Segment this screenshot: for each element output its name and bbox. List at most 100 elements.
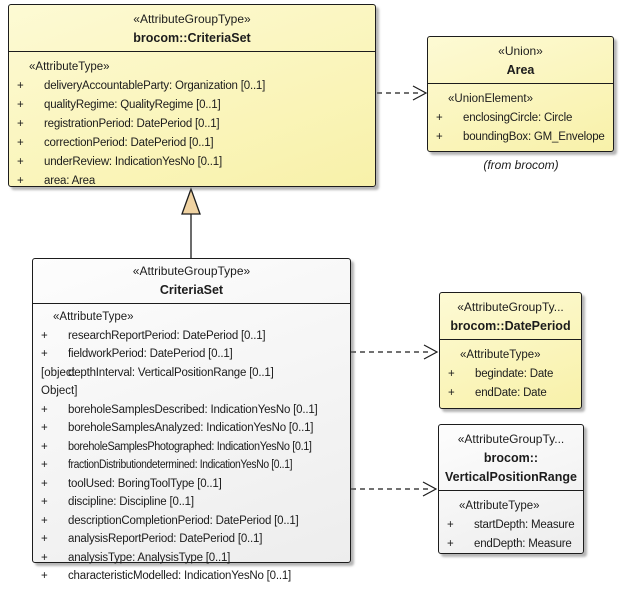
visibility-symbol: + [41,403,48,416]
class-box-verticalpositionrange[interactable]: «AttributeGroupTy... brocom:: VerticalPo… [438,424,584,554]
attribute-row: + qualityRegime: QualityRegime [0..1] [9,96,373,115]
section-stereotype: «AttributeType» [29,61,110,73]
attribute-text: boreholeSamplesPhotographed: IndicationY… [68,440,312,453]
attribute-text: boreholeSamplesAnalyzed: IndicationYesNo… [68,422,314,434]
attribute-text: descriptionCompletionPeriod: DatePeriod … [68,514,299,527]
visibility-symbol: + [41,348,48,360]
stereotype-label: «Union» [498,44,543,58]
attribute-row: + deliveryAccountableParty: Organization… [9,77,373,96]
stereotype-label: «AttributeGroupTy... [457,300,564,314]
class-name: brocom::DatePeriod [450,319,571,333]
attribute-text: boundingBox: GM_Envelope [463,131,605,143]
stereotype-label: «AttributeGroupTy... [457,432,565,446]
attributes-section: «AttributeType» + startDepth: Measure + … [439,491,583,556]
attribute-text: deliveryAccountableParty: Organization [… [44,80,266,92]
visibility-symbol: + [17,99,24,111]
visibility-symbol: + [436,131,443,143]
visibility-symbol: + [17,156,24,168]
dependency-arrow-area[interactable] [377,85,428,101]
visibility-symbol: + [41,477,48,490]
attribute-text: fieldworkPeriod: DatePeriod [0..1] [68,348,233,360]
attribute-text: qualityRegime: QualityRegime [0..1] [44,99,221,111]
attributes-section: «UnionElement» + enclosingCircle: Circle… [428,84,613,149]
visibility-symbol: + [448,368,455,380]
visibility-symbol: + [447,538,454,550]
attribute-text: depthInterval: VerticalPositionRange [0.… [68,366,274,379]
visibility-symbol: + [41,440,48,453]
class-header: «AttributeGroupType» brocom::CriteriaSet [9,5,375,52]
attribute-text: startDepth: Measure [474,519,575,531]
attribute-text: endDepth: Measure [474,538,572,550]
generalization-arrow[interactable] [181,187,201,258]
class-box-area[interactable]: «Union» Area «UnionElement» + enclosingC… [427,36,614,152]
attributes-section: «AttributeType» + researchReportPeriod: … [33,304,350,588]
visibility-symbol: [object Object] [41,366,78,398]
class-name: CriteriaSet [159,283,224,297]
section-stereotype: «UnionElement» [448,93,534,105]
attribute-row: + correctionPeriod: DatePeriod [0..1] [9,134,373,153]
visibility-symbol: + [41,551,48,564]
attribute-text: analysisType: AnalysisType [0..1] [68,551,231,564]
attributes-section: «AttributeType» + deliveryAccountablePar… [9,52,375,193]
attribute-row: + underReview: IndicationYesNo [0..1] [9,153,373,172]
section-stereotype: «AttributeType» [460,349,541,361]
attribute-text: correctionPeriod: DatePeriod [0..1] [44,137,214,149]
attribute-row: + registrationPeriod: DatePeriod [0..1] [9,115,373,134]
attribute-row: + boreholeSamplesPhotographed: Indicatio… [33,438,348,457]
attribute-text: begindate: Date [475,368,554,380]
attribute-text: area: Area [44,175,96,187]
attribute-row: + startDepth: Measure [439,516,581,535]
visibility-symbol: + [41,570,48,582]
attribute-row: + toolUsed: BoringToolType [0..1] [33,475,348,494]
dependency-arrow-verticalpositionrange[interactable] [351,481,438,497]
attribute-row: + boundingBox: GM_Envelope [428,128,611,147]
class-name-line: VerticalPositionRange [445,470,577,484]
attribute-text: toolUsed: BoringToolType [0..1] [68,477,222,490]
attribute-text: registrationPeriod: DatePeriod [0..1] [44,118,220,130]
dependency-arrow-dateperiod[interactable] [351,344,439,360]
attribute-text: underReview: IndicationYesNo [0..1] [44,156,222,168]
attribute-row: + characteristicModelled: IndicationYesN… [33,567,348,586]
visibility-symbol: + [17,118,24,130]
class-name: brocom:: VerticalPositionRange [443,449,579,487]
attribute-row: + researchReportPeriod: DatePeriod [0..1… [33,327,348,346]
class-header: «AttributeGroupTy... brocom::DatePeriod [440,293,581,340]
attribute-text: enclosingCircle: Circle [463,112,573,124]
visibility-symbol: + [41,514,48,527]
visibility-symbol: + [17,137,24,149]
class-header: «AttributeGroupType» CriteriaSet [33,259,350,304]
attribute-row: + discipline: Discipline [0..1] [33,493,348,512]
visibility-symbol: + [41,422,48,434]
attribute-text: boreholeSamplesDescribed: IndicationYesN… [68,403,318,416]
class-name-line: brocom:: [483,451,539,465]
attribute-row: + area: Area [9,172,373,191]
attribute-row: + fieldworkPeriod: DatePeriod [0..1] [33,345,348,364]
class-box-dateperiod[interactable]: «AttributeGroupTy... brocom::DatePeriod … [439,292,582,409]
stereotype-label: «AttributeGroupType» [132,264,251,278]
section-stereotype: «AttributeType» [459,500,540,512]
attribute-row: + begindate: Date [440,365,579,384]
attribute-row: + fractionDistributiondetermined: Indica… [33,456,348,475]
visibility-symbol: + [41,496,48,508]
origin-note: (from brocom) [483,158,559,172]
attribute-row: + endDepth: Measure [439,535,581,554]
attribute-text: researchReportPeriod: DatePeriod [0..1] [68,329,266,342]
class-box-brocom-criteriaset[interactable]: «AttributeGroupType» brocom::CriteriaSet… [8,4,376,187]
visibility-symbol: + [17,175,24,187]
attribute-row: + descriptionCompletionPeriod: DatePerio… [33,512,348,531]
attributes-section: «AttributeType» + begindate: Date + endD… [440,340,581,405]
attribute-row: + boreholeSamplesAnalyzed: IndicationYes… [33,419,348,438]
class-header: «AttributeGroupTy... brocom:: VerticalPo… [439,425,583,491]
attribute-text: discipline: Discipline [0..1] [68,496,194,508]
class-header: «Union» Area [428,37,613,84]
attribute-text: analysisReportPeriod: DatePeriod [0..1] [68,533,263,545]
visibility-symbol: + [448,387,455,399]
class-box-criteriaset[interactable]: «AttributeGroupType» CriteriaSet «Attrib… [32,258,351,582]
section-stereotype: «AttributeType» [53,311,134,323]
attribute-row: [object Object] depthInterval: VerticalP… [33,364,348,401]
attribute-row: + boreholeSamplesDescribed: IndicationYe… [33,401,348,420]
class-name: Area [506,63,535,77]
stereotype-label: «AttributeGroupType» [133,12,251,26]
